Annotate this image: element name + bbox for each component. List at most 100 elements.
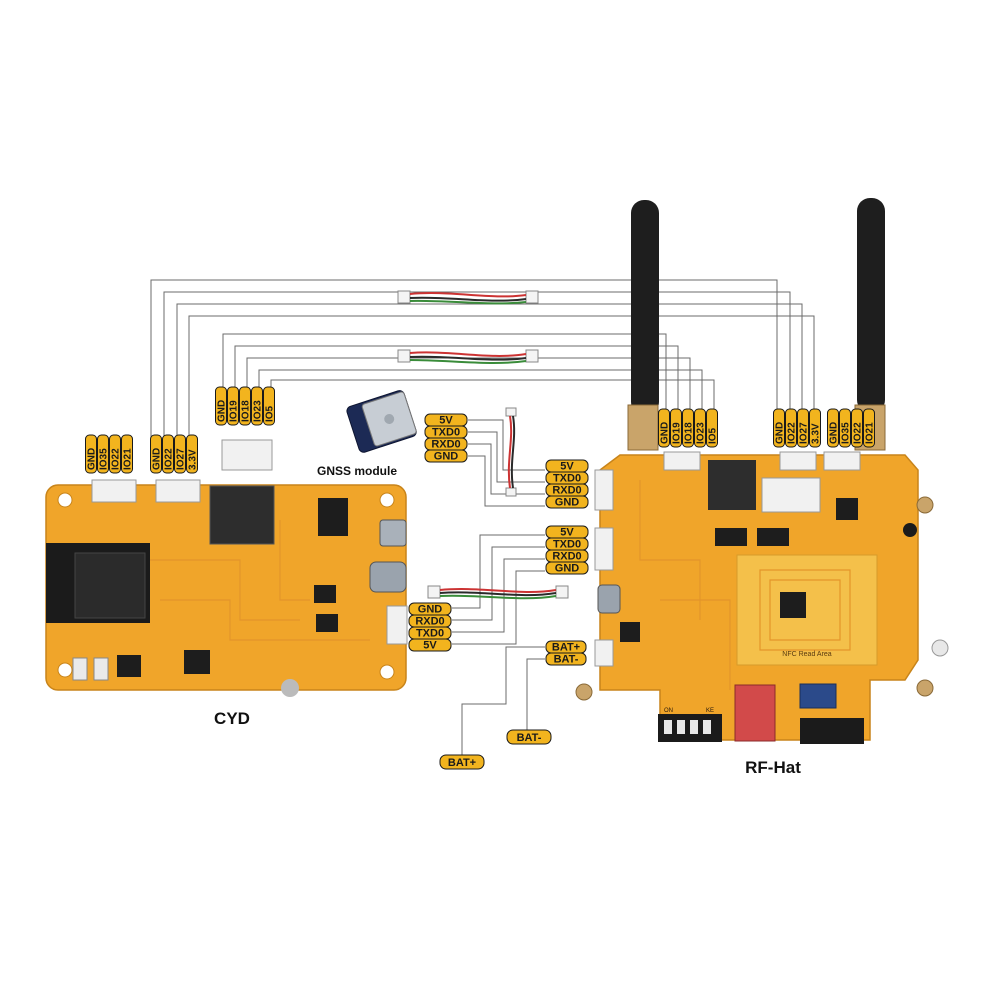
svg-text:RXD0: RXD0 (431, 439, 460, 451)
hat-right-header-label: IO22 (851, 408, 864, 448)
rf-hat-board: NFC Read Area ON KE (575, 198, 949, 744)
cyd-left-header-label: IO35 (97, 434, 110, 474)
uart-wires (427, 534, 569, 645)
svg-text:IO19: IO19 (672, 422, 683, 444)
cyd-mid-header-label: IO22 (162, 434, 175, 474)
svg-text:GND: GND (217, 400, 228, 422)
hat-bat-label: BAT+ (545, 640, 587, 654)
svg-text:IO21: IO21 (123, 448, 134, 470)
nfc-read-area (736, 554, 878, 666)
svg-text:IO22: IO22 (164, 448, 175, 470)
battery-lead-label: BAT- (506, 729, 552, 745)
gnss-pins-label: 5V (424, 413, 468, 427)
svg-text:GND: GND (87, 448, 98, 470)
svg-text:IO21: IO21 (865, 422, 876, 444)
svg-text:IO19: IO19 (229, 400, 240, 422)
dip-ke-label: KE (706, 708, 714, 714)
hat-cyd-uart-label: RXD0 (545, 549, 589, 563)
svg-text:IO23: IO23 (253, 400, 264, 422)
cyd-uart-label: 5V (408, 638, 452, 652)
svg-text:5V: 5V (423, 640, 437, 652)
svg-text:GND: GND (152, 448, 163, 470)
svg-text:RXD0: RXD0 (552, 551, 581, 563)
cyd-mid-header-label: IO27 (174, 434, 187, 474)
rf-module (800, 718, 864, 744)
hat-mid-header-label: IO27 (797, 408, 810, 448)
gnss-module (346, 390, 417, 453)
cyd-uart-label: TXD0 (408, 626, 452, 640)
cyd-top-header-label: IO19 (227, 386, 240, 426)
svg-text:BAT+: BAT+ (448, 757, 476, 769)
gnss-pins-label: TXD0 (424, 425, 468, 439)
ribbon-cable-top (397, 290, 539, 305)
svg-text:IO23: IO23 (696, 422, 707, 444)
svg-text:RXD0: RXD0 (552, 485, 581, 497)
svg-text:BAT+: BAT+ (552, 642, 580, 654)
svg-text:GND: GND (775, 422, 786, 444)
svg-text:IO35: IO35 (99, 448, 110, 470)
cyd-top-header-label: IO23 (251, 386, 264, 426)
svg-text:IO35: IO35 (841, 422, 852, 444)
cyd-top-header-label: GND (215, 386, 228, 426)
svg-text:5V: 5V (560, 527, 574, 539)
cyd-top-header-label: IO5 (263, 386, 276, 426)
hat-right-header-label: IO35 (839, 408, 852, 448)
hat-right-header-label: GND (827, 408, 840, 448)
svg-text:IO22: IO22 (787, 422, 798, 444)
nfc-area-label: NFC Read Area (782, 651, 832, 658)
cyd-caption: CYD (214, 709, 250, 728)
gnss-caption: GNSS module (317, 464, 397, 478)
svg-text:GND: GND (434, 451, 459, 463)
svg-text:GND: GND (660, 422, 671, 444)
rf-hat-caption: RF-Hat (745, 758, 801, 777)
svg-text:GND: GND (829, 422, 840, 444)
hat-cyd-uart-label: 5V (545, 525, 589, 539)
cyd-mid-header-label: GND (150, 434, 163, 474)
svg-text:TXD0: TXD0 (553, 539, 581, 551)
svg-text:IO18: IO18 (684, 422, 695, 444)
svg-text:5V: 5V (560, 461, 574, 473)
svg-text:GND: GND (555, 497, 580, 509)
svg-text:RXD0: RXD0 (415, 616, 444, 628)
hat-right-header-label: IO21 (863, 408, 876, 448)
svg-text:TXD0: TXD0 (416, 628, 444, 640)
svg-text:GND: GND (555, 563, 580, 575)
cyd-uart-label: RXD0 (408, 614, 452, 628)
svg-text:TXD0: TXD0 (553, 473, 581, 485)
ribbon-cable-mid (397, 349, 539, 364)
cyd-top-header-label: IO18 (239, 386, 252, 426)
hat-bat-label: BAT- (545, 652, 587, 666)
sd-card-slot (209, 485, 275, 545)
svg-text:3.3V: 3.3V (188, 449, 199, 470)
cyd-left-header-label: IO22 (109, 434, 122, 474)
battery-wires (461, 646, 545, 756)
antenna-left (631, 200, 659, 415)
hat-gnss-uart-label: TXD0 (545, 471, 589, 485)
cyd-mid-header-label: 3.3V (186, 434, 199, 474)
hat-mid-header-label: GND (773, 408, 786, 448)
usb-c-port (369, 561, 407, 593)
cyd-left-header-label: IO21 (121, 434, 134, 474)
svg-text:IO27: IO27 (799, 422, 810, 444)
hat-gnss-uart-label: 5V (545, 459, 589, 473)
hat-cyd-uart-label: GND (545, 561, 589, 575)
dip-on-label: ON (664, 708, 673, 714)
hat-cyd-uart-label: TXD0 (545, 537, 589, 551)
svg-text:BAT-: BAT- (517, 732, 542, 744)
hat-spi-header-label: IO18 (682, 408, 695, 448)
hat-spi-header-label: IO23 (694, 408, 707, 448)
svg-text:3.3V: 3.3V (811, 423, 822, 444)
gnss-pins-label: GND (424, 449, 468, 463)
battery-lead-label: BAT+ (439, 754, 485, 770)
cyd-uart-label: GND (408, 602, 452, 616)
svg-text:IO27: IO27 (176, 448, 187, 470)
svg-text:5V: 5V (439, 415, 453, 427)
hat-spi-header-label: GND (658, 408, 671, 448)
cyd-board (45, 439, 408, 697)
gnss-wires (468, 407, 545, 507)
svg-text:IO18: IO18 (241, 400, 252, 422)
hat-mid-header-label: 3.3V (809, 408, 822, 448)
hat-gnss-uart-label: RXD0 (545, 483, 589, 497)
